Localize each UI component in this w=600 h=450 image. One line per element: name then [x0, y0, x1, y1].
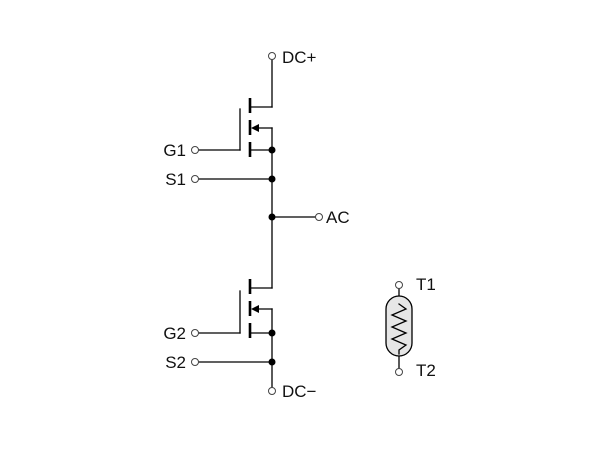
- q2-body-arrow: [251, 305, 259, 313]
- terminal-t2: [395, 368, 403, 376]
- terminal-ac: [315, 213, 323, 221]
- thermistor-zigzag: [390, 303, 408, 355]
- mosfet-q1: [197, 59, 273, 157]
- mosfet-q2: [197, 279, 273, 338]
- label-s1: S1: [165, 170, 186, 189]
- terminal-dc-plus: [268, 52, 276, 60]
- terminal-s2: [191, 358, 199, 366]
- label-ac: AC: [326, 208, 350, 227]
- junction-dot-s1: [268, 175, 276, 183]
- label-t2: T2: [416, 361, 436, 380]
- label-dc-plus: DC+: [282, 48, 317, 67]
- junction-dot-s2: [268, 358, 276, 366]
- label-s2: S2: [165, 353, 186, 372]
- q1-body-arrow: [251, 124, 259, 132]
- terminal-dc-minus: [268, 387, 276, 395]
- thermistor: [385, 281, 413, 376]
- terminal-t1: [395, 281, 403, 289]
- label-g1: G1: [163, 141, 186, 160]
- thermistor-body: [385, 295, 413, 357]
- terminal-g1: [191, 146, 199, 154]
- junction-dot-ac: [268, 213, 276, 221]
- junction-dot-q2-source: [268, 329, 276, 337]
- label-t1: T1: [416, 275, 436, 294]
- terminal-s1: [191, 175, 199, 183]
- label-g2: G2: [163, 324, 186, 343]
- label-dc-minus: DC−: [282, 382, 317, 401]
- terminal-g2: [191, 329, 199, 337]
- junction-dot-q1-source: [268, 146, 276, 154]
